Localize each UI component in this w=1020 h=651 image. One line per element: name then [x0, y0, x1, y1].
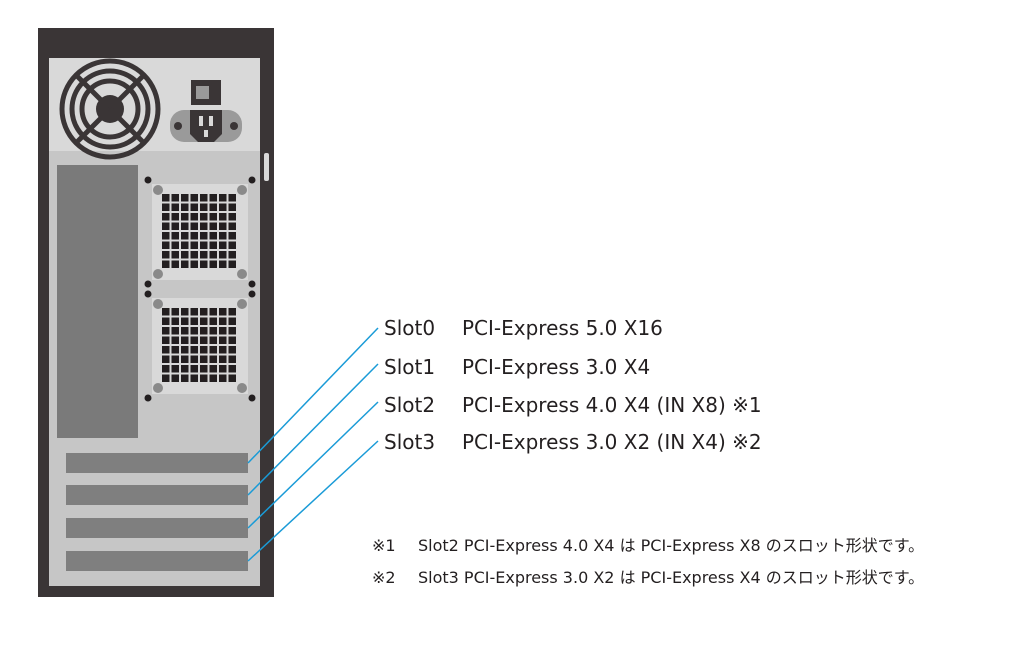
power-switch-icon [191, 80, 221, 105]
slot-spec: PCI-Express 3.0 X4 [462, 355, 651, 379]
slot-label-0: Slot0 PCI-Express 5.0 X16 [384, 316, 663, 340]
slot-name: Slot0 [384, 316, 436, 340]
slot-spec: PCI-Express 5.0 X16 [462, 316, 663, 340]
slot-spec: PCI-Express 4.0 X4 (IN X8) ※1 [462, 393, 762, 417]
expansion-slot-3 [66, 551, 248, 571]
vent-grille-icon [144, 176, 256, 288]
footnote-mark: ※1 [372, 536, 396, 555]
expansion-slot-0 [66, 453, 248, 473]
footnote-2: ※2 Slot3 PCI-Express 3.0 X2 は PCI-Express… [372, 568, 924, 588]
footnote-mark: ※2 [372, 568, 396, 587]
footnote-text: Slot3 PCI-Express 3.0 X2 は PCI-Express X… [418, 568, 925, 587]
footnote-1: ※1 Slot2 PCI-Express 4.0 X4 は PCI-Express… [372, 536, 924, 556]
leader-line-slot0 [247, 327, 379, 464]
slot-spec: PCI-Express 3.0 X2 (IN X4) ※2 [462, 430, 762, 454]
vent-grille-icon [144, 290, 256, 402]
slot-label-3: Slot3 PCI-Express 3.0 X2 (IN X4) ※2 [384, 430, 762, 454]
slot-label-2: Slot2 PCI-Express 4.0 X4 (IN X8) ※1 [384, 393, 762, 417]
slot-name: Slot3 [384, 430, 436, 454]
case-latch [264, 153, 269, 181]
expansion-slot-1 [66, 485, 248, 505]
slot-label-1: Slot1 PCI-Express 3.0 X4 [384, 355, 650, 379]
leader-line-slot3 [247, 440, 379, 562]
leader-line-slot2 [247, 401, 379, 529]
slot-name: Slot1 [384, 355, 436, 379]
leader-line-slot1 [247, 363, 379, 496]
drive-bay-block [57, 165, 138, 438]
slot-name: Slot2 [384, 393, 436, 417]
fan-icon [59, 58, 161, 160]
expansion-slot-2 [66, 518, 248, 538]
footnote-text: Slot2 PCI-Express 4.0 X4 は PCI-Express X… [418, 536, 925, 555]
power-socket-icon [170, 110, 242, 142]
